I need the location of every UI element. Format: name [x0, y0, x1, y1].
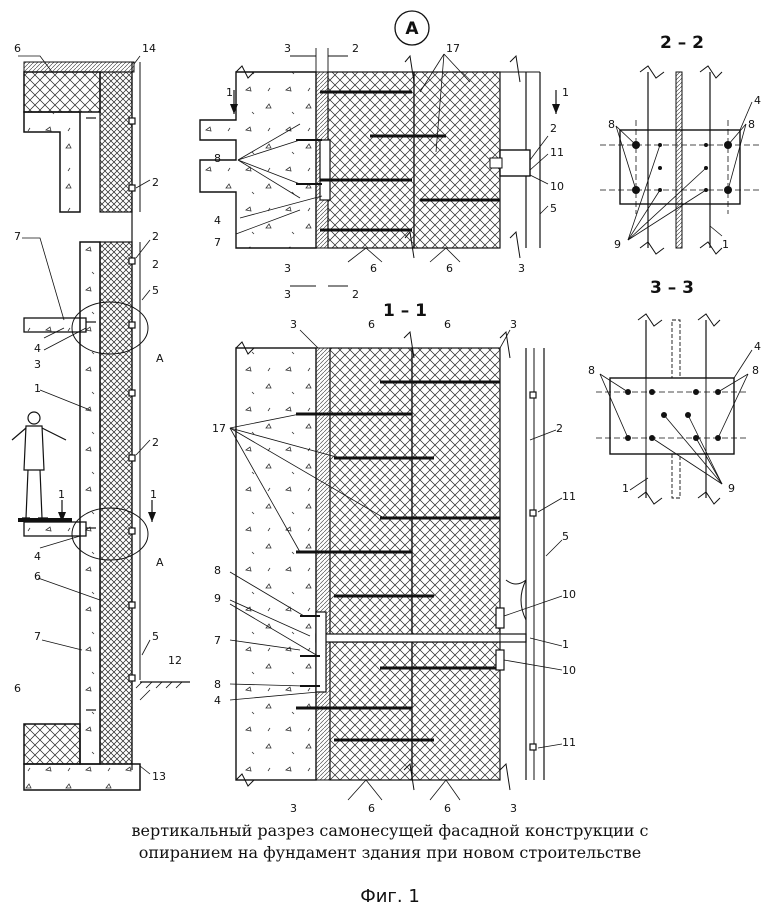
callout-label: 4: [34, 550, 41, 563]
callout-label: 6: [34, 570, 41, 583]
section-1-1-title: 1 – 1: [383, 301, 427, 321]
callout-label: 10: [562, 664, 576, 677]
callout-label: 8: [214, 678, 221, 691]
callout-label: А: [156, 352, 164, 365]
figure-label: Фиг. 1: [0, 886, 780, 907]
callout-label: 6: [444, 318, 451, 331]
callout-label: 1: [562, 638, 569, 651]
callout-label: 3: [34, 358, 41, 371]
callout-label: А: [156, 556, 164, 569]
callout-label: 8: [214, 152, 221, 165]
callout-label: 2: [152, 230, 159, 243]
callout-label: 4: [214, 694, 221, 707]
section-3-3-drawing: [596, 314, 752, 504]
callout-label: 4: [34, 342, 41, 355]
callout-label: 5: [152, 284, 159, 297]
detail-a-marker: А: [405, 19, 419, 39]
callout-label: 9: [728, 482, 735, 495]
callout-label: 7: [214, 236, 221, 249]
caption-line-2: опиранием на фундамент здания при новом …: [0, 842, 780, 864]
callout-label: 1: [722, 238, 729, 251]
callout-label: 3: [510, 802, 517, 815]
callout-label: 2: [352, 42, 359, 55]
callout-label: 6: [446, 262, 453, 275]
callout-label: 1: [622, 482, 629, 495]
callout-label: 7: [34, 630, 41, 643]
callout-label: 1: [226, 86, 233, 99]
callout-label: 2: [556, 422, 563, 435]
callout-label: 4: [214, 214, 221, 227]
section-1-1-drawing: [230, 330, 562, 800]
callout-label: 6: [14, 682, 21, 695]
callout-label: 2: [352, 288, 359, 301]
callout-label: 1: [562, 86, 569, 99]
callout-label: 3: [284, 288, 291, 301]
callout-label: 2: [550, 122, 557, 135]
callout-label: 7: [14, 230, 21, 243]
callout-label: 11: [562, 490, 576, 503]
callout-label: 8: [608, 118, 615, 131]
callout-label: 11: [550, 146, 564, 159]
callout-label: 4: [754, 94, 761, 107]
callout-label: 10: [550, 180, 564, 193]
callout-label: 10: [562, 588, 576, 601]
callout-label: 9: [214, 592, 221, 605]
callout-label: 3: [510, 318, 517, 331]
callout-label: 13: [152, 770, 166, 783]
callout-label: 6: [14, 42, 21, 55]
callout-label: 3: [284, 262, 291, 275]
callout-label: 12: [168, 654, 182, 667]
callout-label: 11: [562, 736, 576, 749]
detail-a-drawing: [200, 11, 560, 286]
callout-label: 3: [290, 802, 297, 815]
callout-label: 6: [444, 802, 451, 815]
callout-label: 14: [142, 42, 156, 55]
callout-label: 2: [152, 258, 159, 271]
callout-label: 1: [34, 382, 41, 395]
callout-label: 8: [214, 564, 221, 577]
callout-label: 8: [588, 364, 595, 377]
callout-label: 3: [284, 42, 291, 55]
callout-label: 8: [748, 118, 755, 131]
callout-label: 5: [550, 202, 557, 215]
caption: вертикальный разрез самонесущей фасадной…: [0, 820, 780, 864]
section-2-2-drawing: [600, 66, 760, 254]
callout-label: 6: [368, 318, 375, 331]
callout-label: 17: [212, 422, 226, 435]
section-2-2-title: 2 – 2: [660, 33, 704, 53]
section-3-3-title: 3 – 3: [650, 278, 694, 298]
callout-label: 2: [152, 176, 159, 189]
callout-label: 7: [214, 634, 221, 647]
caption-line-1: вертикальный разрез самонесущей фасадной…: [0, 820, 780, 842]
human-scale-figure: [12, 412, 66, 518]
callout-label: 2: [152, 436, 159, 449]
callout-label: 8: [752, 364, 759, 377]
callout-label: 9: [614, 238, 621, 251]
callout-label: 3: [518, 262, 525, 275]
callout-label: 6: [368, 802, 375, 815]
callout-label: 17: [446, 42, 460, 55]
callout-label: 1: [150, 488, 157, 501]
callout-label: 6: [370, 262, 377, 275]
callout-label: 5: [562, 530, 569, 543]
callout-label: 3: [290, 318, 297, 331]
callout-label: 4: [754, 340, 761, 353]
callout-label: 5: [152, 630, 159, 643]
callout-label: 1: [58, 488, 65, 501]
left-elevation: [12, 56, 190, 790]
